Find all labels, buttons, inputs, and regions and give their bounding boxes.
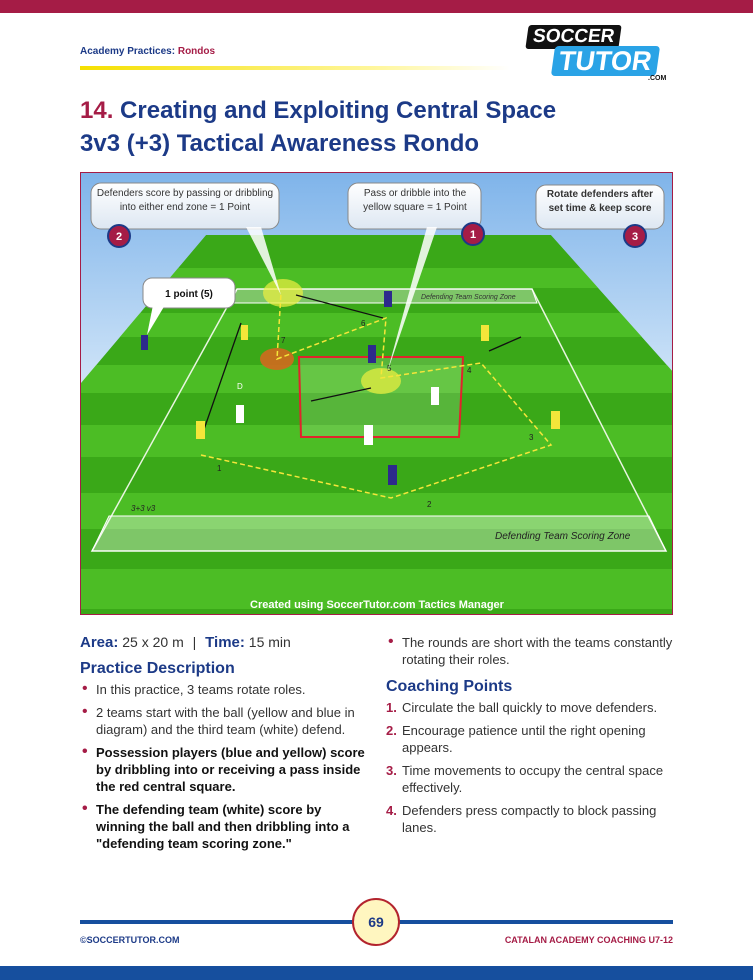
top-bar <box>0 0 753 13</box>
text: Encourage patience until the right openi… <box>402 723 646 755</box>
num: 4. <box>386 803 397 818</box>
soccertutor-logo: SOCCER TUTOR .COM <box>525 25 677 85</box>
blue-player <box>141 335 148 350</box>
footer-line-left <box>80 920 356 924</box>
title-line1: Creating and Exploiting Central Space <box>120 97 557 124</box>
players <box>141 291 560 485</box>
coaching-item: 4. Defenders press compactly to block pas… <box>386 802 676 836</box>
page-number-ball: 69 <box>352 898 400 946</box>
yellow-target-center <box>361 368 401 394</box>
pass-6: 6 <box>361 319 366 328</box>
red-central-square <box>297 356 465 438</box>
coaching-item: 1. Circulate the ball quickly to move def… <box>386 699 676 716</box>
footer-book-title: CATALAN ACADEMY COACHING U7-12 <box>504 935 673 945</box>
movement-arrows <box>200 294 522 439</box>
list-item: Possession players (blue and yellow) sco… <box>80 743 370 795</box>
white-player <box>236 405 244 423</box>
point-label: 1 point (5) <box>165 289 213 300</box>
badge-3: 3 <box>632 231 638 243</box>
area-time: Area: 25 x 20 m | Time: 15 min <box>80 634 370 651</box>
callout-2-text: Defenders score by passing or dribbling … <box>96 188 274 213</box>
yellow-player <box>551 411 560 429</box>
time-value: 15 min <box>248 634 291 650</box>
pass-4: 4 <box>467 366 472 375</box>
list-item: The rounds are short with the teams cons… <box>386 633 676 668</box>
text: Defenders press compactly to block passi… <box>402 803 657 835</box>
drill-number: 14. <box>80 97 114 124</box>
point-callout: 1 point (5) <box>142 277 236 335</box>
num: 3. <box>386 763 397 778</box>
separator: | <box>192 634 197 650</box>
pass-lines <box>200 292 553 499</box>
logo-suffix: .COM <box>648 75 667 82</box>
callout-3-text: Rotate defenders after set time & keep s… <box>546 189 654 214</box>
text: Time movements to occupy the central spa… <box>402 763 664 795</box>
time-label: Time: <box>205 634 245 651</box>
text: Circulate the ball quickly to move defen… <box>402 700 658 715</box>
diagram-credit: Created using SoccerTutor.com Tactics Ma… <box>250 599 505 611</box>
badge-2: 2 <box>116 231 122 243</box>
page-number: 69 <box>368 914 384 930</box>
yellow-target-top <box>263 279 303 307</box>
bottom-scoring-zone <box>91 515 667 552</box>
coaching-list: 1. Circulate the ball quickly to move def… <box>386 699 676 836</box>
callout-3: Rotate defenders after set time & keep s… <box>535 184 665 248</box>
area-value: 25 x 20 m <box>122 634 184 650</box>
coaching-item: 2. Encourage patience until the right ope… <box>386 722 676 756</box>
top-zone-label: Defending Team Scoring Zone <box>421 294 516 301</box>
area-label: Area: <box>80 634 119 651</box>
coaching-item: 3. Time movements to occupy the central s… <box>386 762 676 796</box>
pass-1: 1 <box>217 464 222 473</box>
practice-list: In this practice, 3 teams rotate roles. … <box>80 680 370 852</box>
right-column: The rounds are short with the teams cons… <box>386 633 676 842</box>
logo-bottom: TUTOR <box>550 46 660 76</box>
bottom-bar <box>0 966 753 980</box>
section-name: Rondos <box>177 46 216 57</box>
coaching-heading: Coaching Points <box>386 678 513 695</box>
list-item: The defending team (white) score by winn… <box>80 800 370 852</box>
callout-1-text: Pass or dribble into the yellow square =… <box>363 188 467 213</box>
footer-copyright: ©SOCCERTUTOR.COM <box>80 935 180 945</box>
yellow-player <box>241 325 248 340</box>
section-prefix: Academy Practices: <box>80 46 176 57</box>
white-player <box>431 387 439 405</box>
blue-player <box>368 345 376 363</box>
pass-2: 2 <box>427 500 432 509</box>
title-line2: 3v3 (+3) Tactical Awareness Rondo <box>80 130 480 157</box>
pass-5: 5 <box>387 364 392 373</box>
pass-7: 7 <box>281 336 286 345</box>
list-item: 2 teams start with the ball (yellow and … <box>80 703 370 738</box>
yellow-player <box>196 421 205 439</box>
footer-line-right <box>398 920 673 924</box>
num: 1. <box>386 700 397 715</box>
blue-player <box>384 291 392 307</box>
page-title: 14. Creating and Exploiting Central Spac… <box>80 94 556 160</box>
yellow-divider <box>80 66 510 70</box>
yellow-player <box>481 325 489 341</box>
left-column: Area: 25 x 20 m | Time: 15 min Practice … <box>80 634 370 858</box>
bottom-zone-label: Defending Team Scoring Zone <box>495 531 631 542</box>
pass-3: 3 <box>529 433 534 442</box>
num: 2. <box>386 723 397 738</box>
practice-heading: Practice Description <box>80 660 235 677</box>
pass-number-labels: 1 2 3 4 5 6 7 D <box>217 319 534 509</box>
tactics-diagram: Defending Team Scoring Zone Defending Te… <box>80 172 673 615</box>
defender-label: D <box>237 382 243 391</box>
white-player <box>364 425 373 445</box>
section-label: Academy Practices: Rondos <box>80 46 215 57</box>
callout-2: Defenders score by passing or dribbling … <box>90 182 281 295</box>
badge-1: 1 <box>470 229 476 241</box>
format-label: 3+3 v3 <box>131 504 156 513</box>
list-item: In this practice, 3 teams rotate roles. <box>80 680 370 698</box>
callout-1: Pass or dribble into the yellow square =… <box>347 182 485 373</box>
blue-player <box>388 465 397 485</box>
